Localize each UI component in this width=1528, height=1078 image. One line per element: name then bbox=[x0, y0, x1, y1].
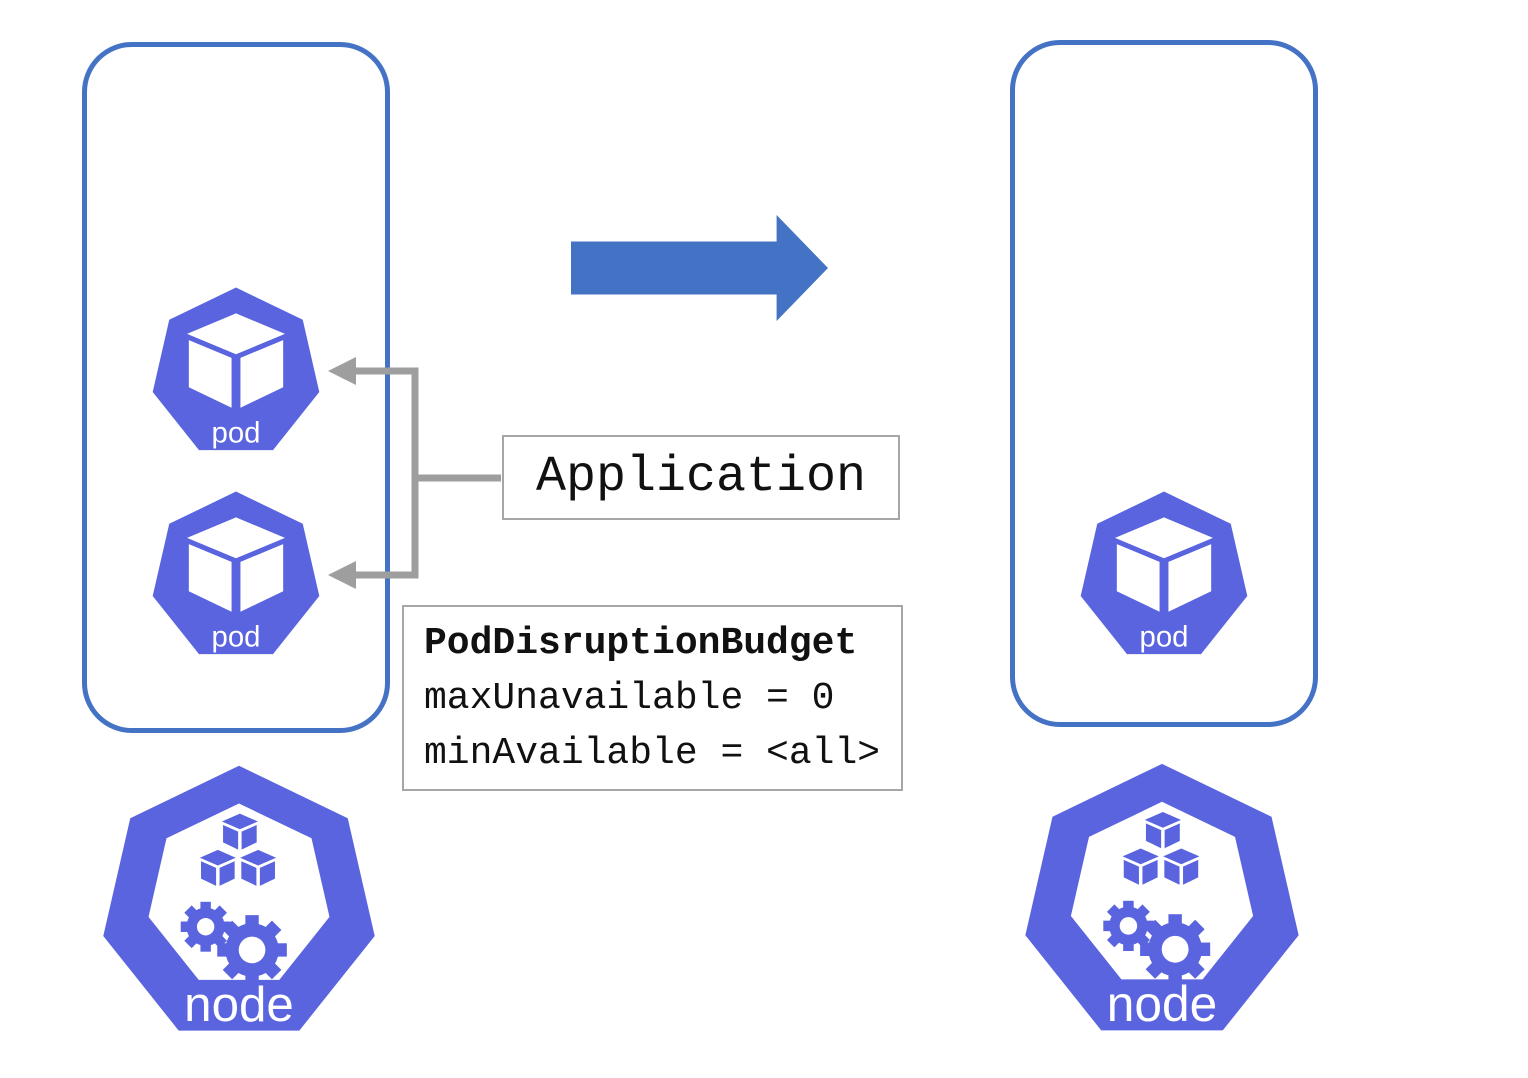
right-node-boundary bbox=[1010, 40, 1318, 727]
pdb-title: PodDisruptionBudget bbox=[424, 621, 858, 665]
right-arrow-icon bbox=[571, 215, 828, 321]
pod-icon-right bbox=[1075, 488, 1253, 666]
application-box: Application bbox=[502, 435, 900, 520]
node-icon-left bbox=[94, 760, 384, 1050]
pod-icon-left-2 bbox=[147, 488, 325, 666]
pod-icon-left-1 bbox=[147, 284, 325, 462]
node-icon-right bbox=[1016, 758, 1308, 1050]
pod-disruption-budget-box: PodDisruptionBudget maxUnavailable = 0 m… bbox=[402, 605, 903, 791]
pdb-rule-max-unavailable: maxUnavailable = 0 bbox=[424, 676, 835, 720]
pdb-rule-min-available: minAvailable = <all> bbox=[424, 731, 881, 775]
application-label: Application bbox=[535, 449, 867, 506]
